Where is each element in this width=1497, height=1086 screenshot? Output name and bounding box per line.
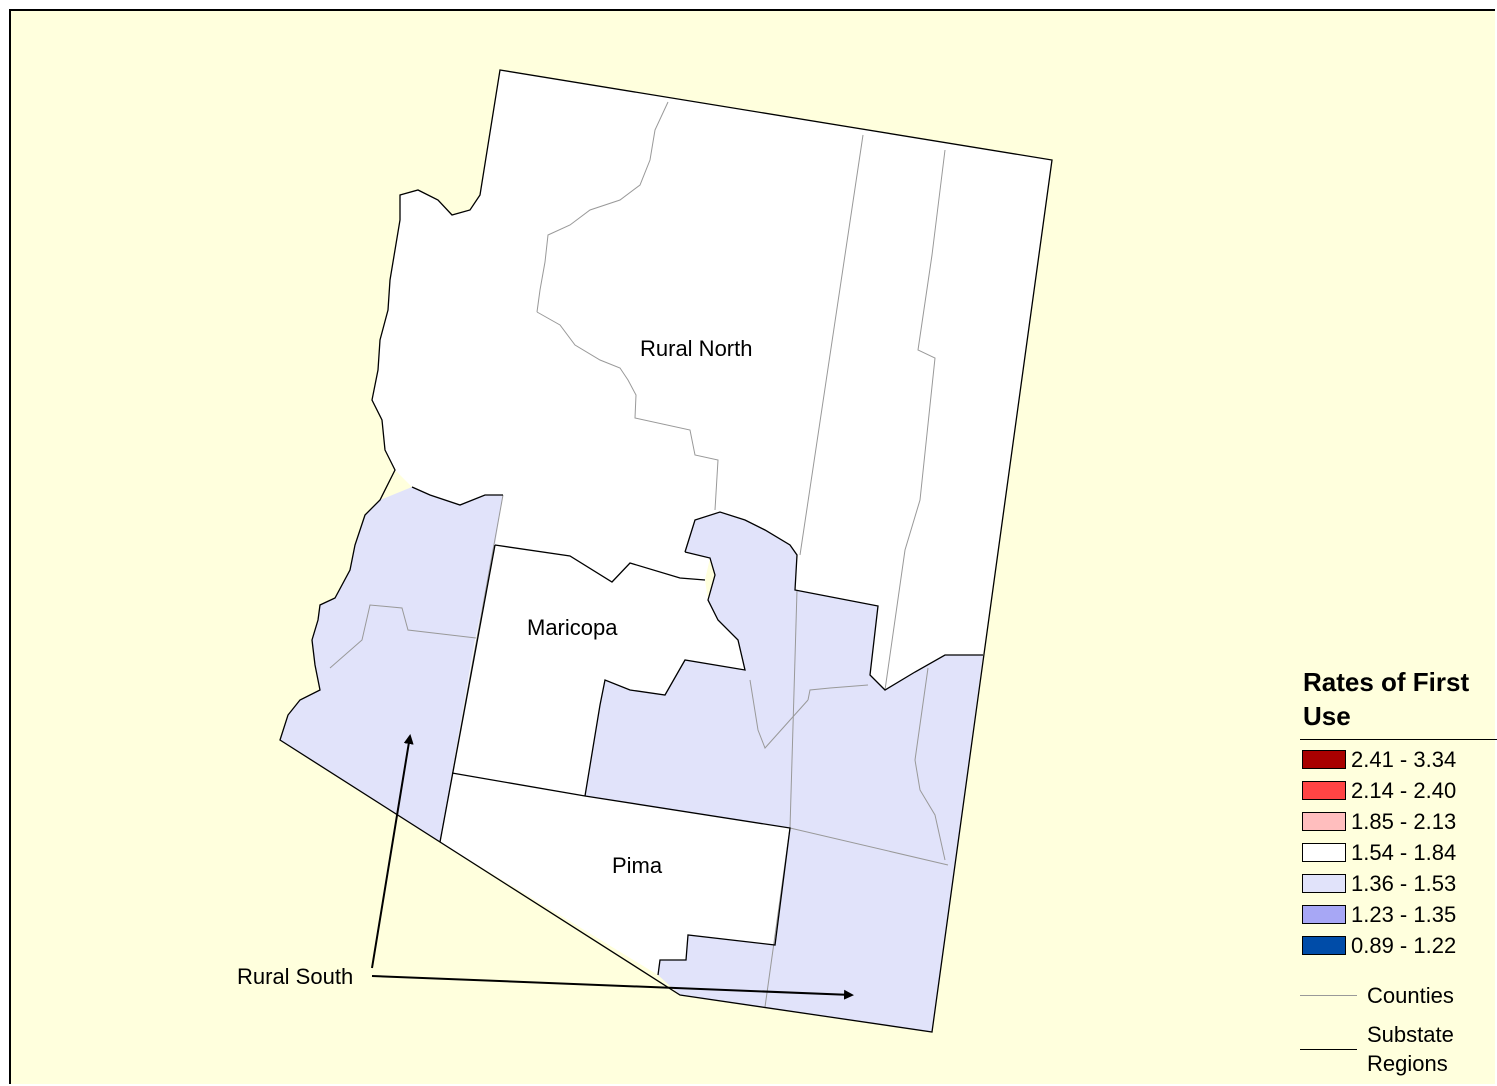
legend-swatch <box>1302 843 1346 862</box>
legend-class-label: 1.54 - 1.84 <box>1351 839 1457 865</box>
rural-north-area <box>372 70 1052 690</box>
legend-swatch <box>1302 905 1346 924</box>
rural-south-west-area <box>280 487 503 842</box>
label-pima: Pima <box>612 853 663 878</box>
legend: Rates of First Use 2.41 - 3.34 2.14 - 2.… <box>1300 665 1497 1078</box>
legend-class-4: 1.54 - 1.84 <box>1300 837 1497 868</box>
legend-swatch <box>1302 936 1346 955</box>
legend-line-sample-counties <box>1300 995 1357 996</box>
legend-class-7: 0.89 - 1.22 <box>1300 930 1497 961</box>
legend-class-label: 2.41 - 3.34 <box>1351 746 1457 772</box>
region-boundaries <box>279 69 1053 1033</box>
arrow-rural-south-west <box>371 734 414 969</box>
legend-substate-regions: Substate Regions <box>1300 1020 1497 1078</box>
legend-swatch <box>1302 750 1346 769</box>
region-maricopa <box>452 545 745 796</box>
region-rural-north <box>372 70 1052 690</box>
legend-class-label: 1.85 - 2.13 <box>1351 808 1457 834</box>
region-rural-south <box>280 487 983 1032</box>
legend-class-1: 2.41 - 3.34 <box>1300 744 1497 775</box>
region-pima <box>440 773 790 975</box>
pima-area <box>440 773 790 975</box>
legend-class-label: 0.89 - 1.22 <box>1351 932 1457 958</box>
legend-class-label: 1.36 - 1.53 <box>1351 870 1457 896</box>
label-rural-north: Rural North <box>640 336 752 361</box>
legend-class-5: 1.36 - 1.53 <box>1300 868 1497 899</box>
label-maricopa: Maricopa <box>527 615 618 640</box>
legend-line-sample-regions <box>1300 1048 1357 1050</box>
legend-class-label: 1.23 - 1.35 <box>1351 901 1457 927</box>
legend-class-3: 1.85 - 2.13 <box>1300 806 1497 837</box>
legend-class-label: 2.14 - 2.40 <box>1351 777 1457 803</box>
legend-swatch <box>1302 781 1346 800</box>
legend-swatch <box>1302 812 1346 831</box>
legend-swatch <box>1302 874 1346 893</box>
legend-line-label: Counties <box>1367 983 1454 1008</box>
legend-class-6: 1.23 - 1.35 <box>1300 899 1497 930</box>
legend-title: Rates of First Use <box>1303 667 1470 731</box>
legend-line-label: Substate Regions <box>1367 1022 1454 1076</box>
label-rural-south: Rural South <box>237 964 353 989</box>
rural-south-east-area <box>585 512 983 1032</box>
legend-counties: Counties <box>1300 981 1497 1010</box>
legend-classes: 2.41 - 3.34 2.14 - 2.40 1.85 - 2.13 1.54… <box>1300 744 1497 961</box>
arrow-rural-south-east <box>371 975 854 1000</box>
county-lines <box>329 101 949 1008</box>
legend-class-2: 2.14 - 2.40 <box>1300 775 1497 806</box>
legend-divider <box>1300 739 1497 740</box>
maricopa-area <box>452 545 745 796</box>
